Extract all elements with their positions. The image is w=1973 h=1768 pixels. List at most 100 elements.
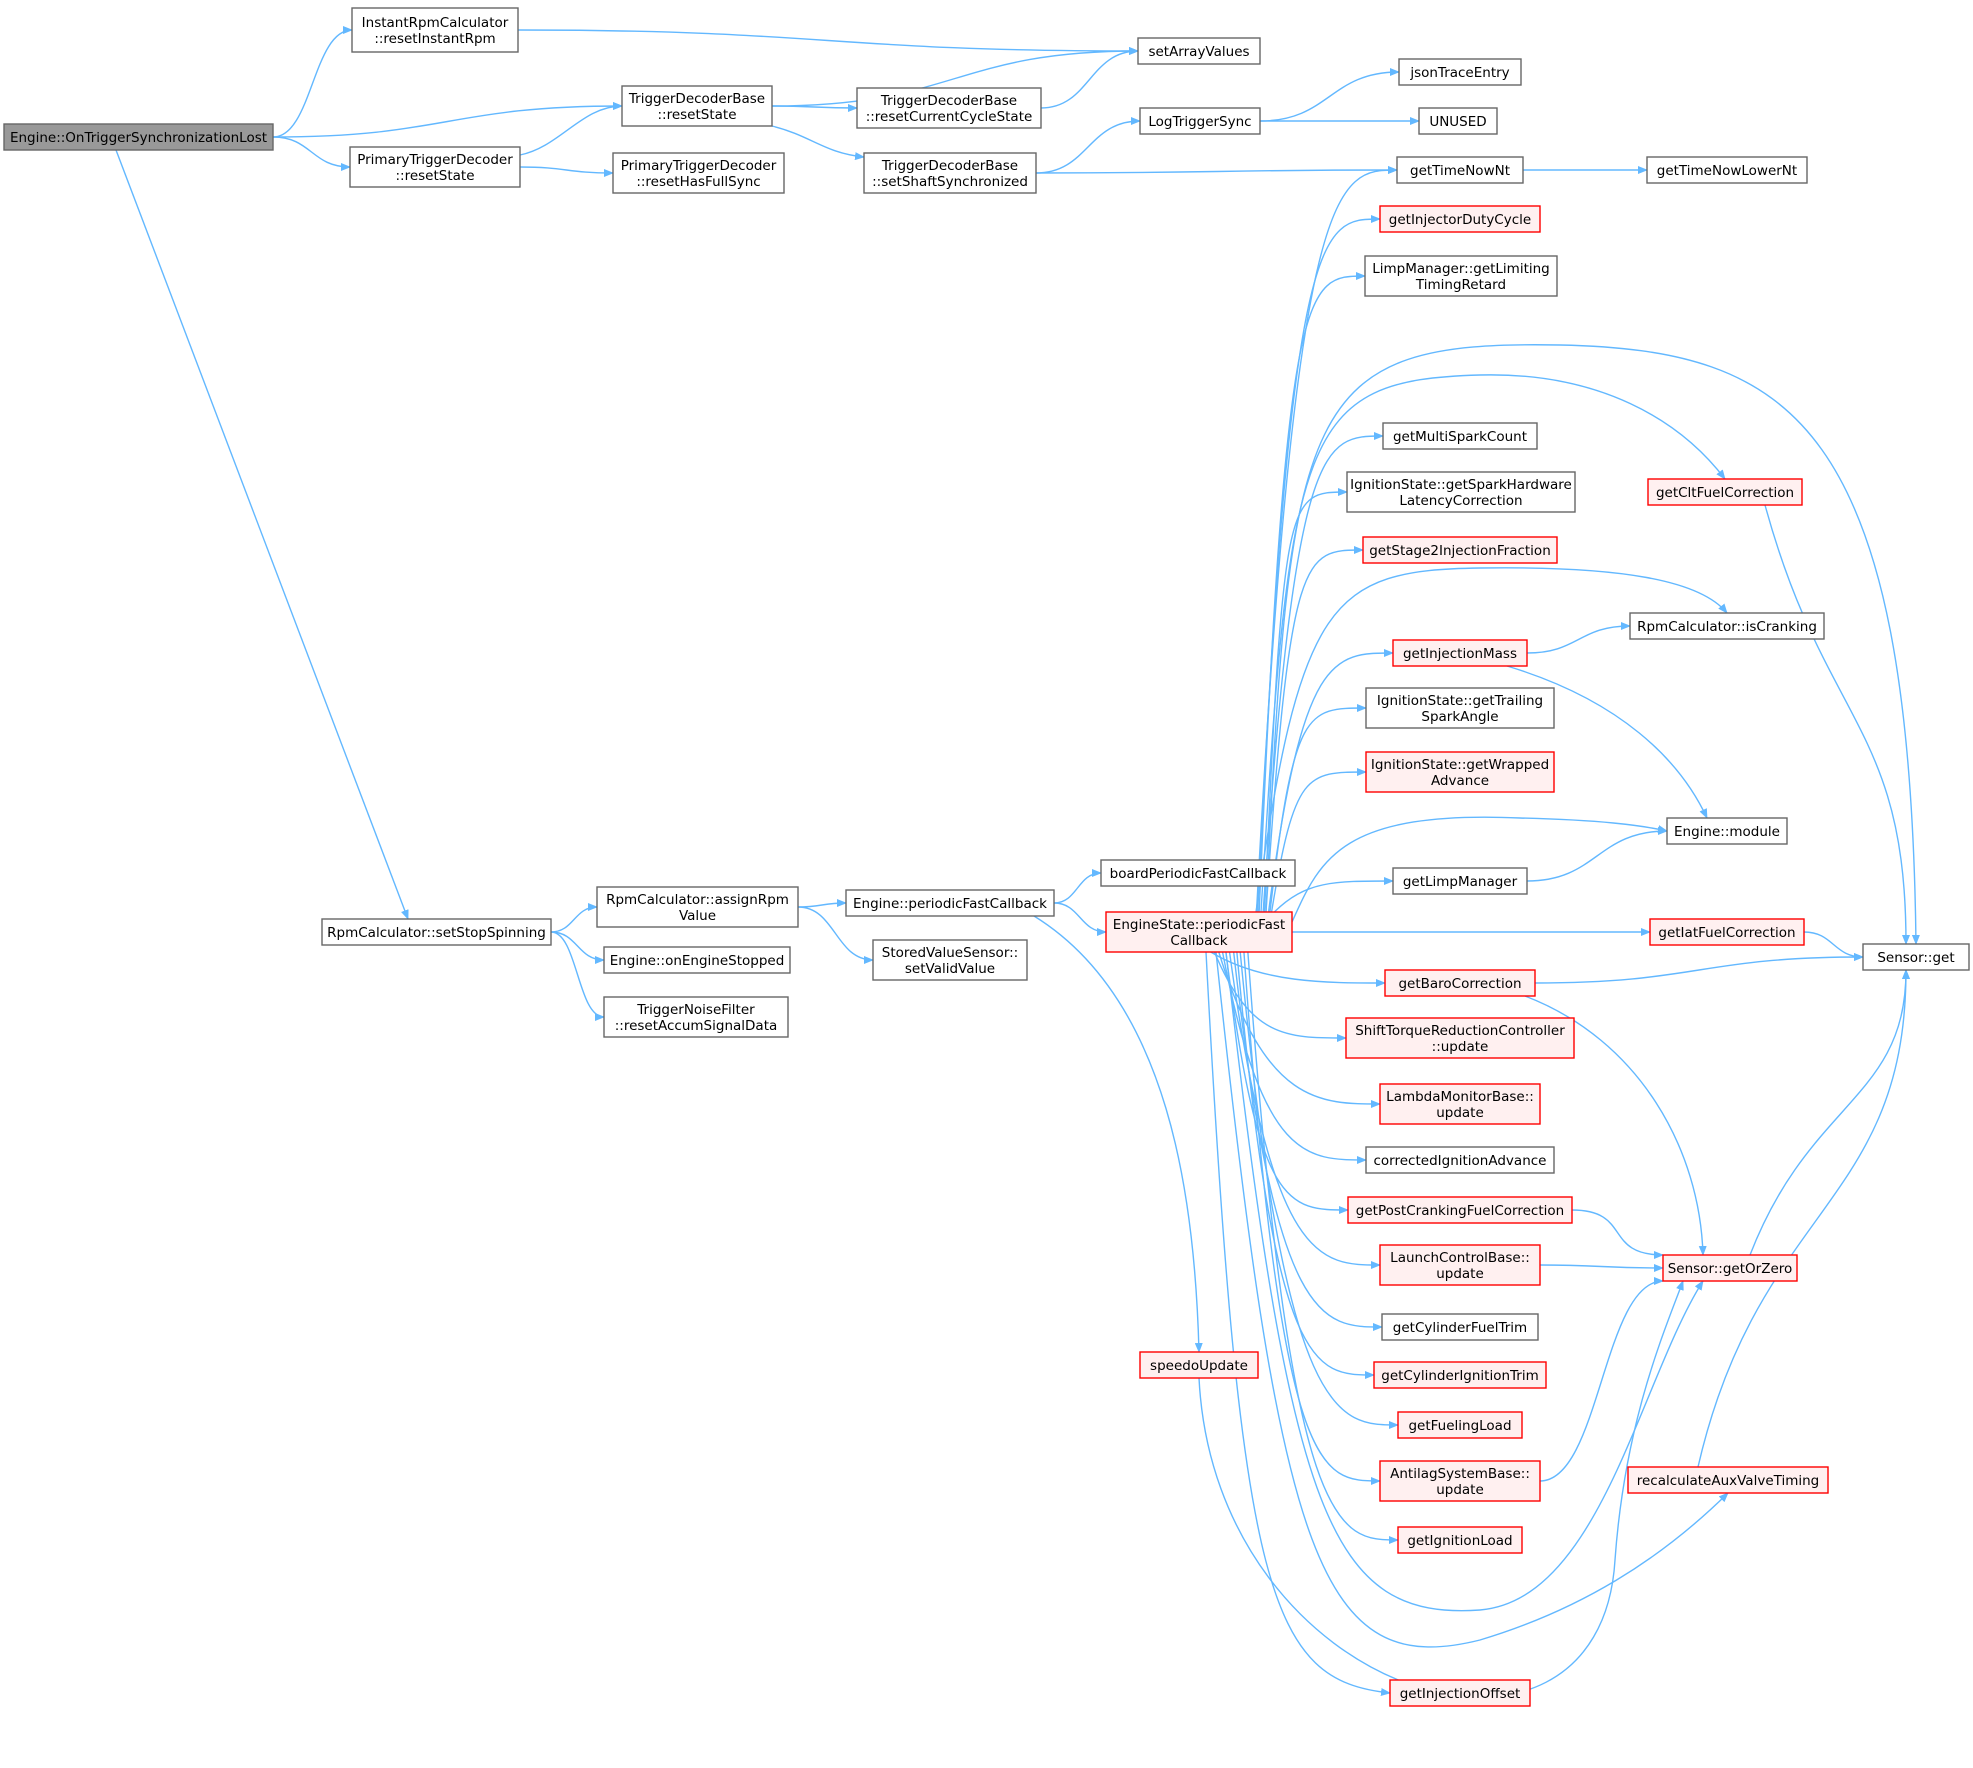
node-json[interactable]: jsonTraceEntry [1398, 58, 1522, 86]
node-iatFuel[interactable]: getIatFuelCorrection [1649, 918, 1805, 946]
node-box[interactable] [1649, 918, 1805, 946]
node-ptdReset[interactable]: PrimaryTriggerDecoder::resetState [349, 146, 521, 188]
node-launch[interactable]: LaunchControlBase::update [1379, 1244, 1541, 1286]
node-box[interactable] [612, 152, 785, 194]
node-box[interactable] [1379, 1460, 1541, 1502]
node-tdbCycle[interactable]: TriggerDecoderBase::resetCurrentCycleSta… [856, 87, 1042, 129]
node-sensorGet[interactable]: Sensor::get [1862, 943, 1970, 971]
node-injDuty[interactable]: getInjectorDutyCycle [1379, 205, 1541, 233]
node-cylFuel[interactable]: getCylinderFuelTrim [1381, 1313, 1539, 1341]
node-injMass[interactable]: getInjectionMass [1392, 639, 1528, 667]
node-box[interactable] [1646, 156, 1808, 184]
node-box[interactable] [1346, 471, 1576, 513]
node-timeNow[interactable]: getTimeNowNt [1396, 156, 1524, 184]
node-box[interactable] [1398, 58, 1522, 86]
node-postCrank[interactable]: getPostCrankingFuelCorrection [1347, 1196, 1573, 1224]
node-box[interactable] [1364, 255, 1558, 297]
node-stored[interactable]: StoredValueSensor::setValidValue [872, 939, 1028, 981]
node-stage2[interactable]: getStage2InjectionFraction [1362, 536, 1558, 564]
node-box[interactable] [1382, 422, 1538, 450]
node-cltFuel[interactable]: getCltFuelCorrection [1647, 478, 1803, 506]
node-corrIgn[interactable]: correctedIgnitionAdvance [1365, 1146, 1555, 1174]
node-box[interactable] [1397, 1526, 1523, 1554]
node-baro[interactable]: getBaroCorrection [1384, 969, 1536, 997]
node-orZero[interactable]: Sensor::getOrZero [1662, 1254, 1798, 1282]
node-box[interactable] [349, 146, 521, 188]
node-box[interactable] [1384, 969, 1536, 997]
node-esFast[interactable]: EngineState::periodicFastCallback [1105, 911, 1293, 953]
node-box[interactable] [1418, 107, 1498, 135]
node-box[interactable] [321, 918, 552, 946]
node-tdbReset[interactable]: TriggerDecoderBase::resetState [621, 85, 773, 127]
node-box[interactable] [1629, 612, 1825, 640]
node-fuelLoad[interactable]: getFuelingLoad [1397, 1411, 1523, 1439]
node-box[interactable] [1379, 1244, 1541, 1286]
node-box[interactable] [1389, 1679, 1531, 1707]
node-ignLoad[interactable]: getIgnitionLoad [1397, 1526, 1523, 1554]
node-speedo[interactable]: speedoUpdate [1139, 1351, 1259, 1379]
node-box[interactable] [1100, 859, 1296, 887]
node-limpMgr[interactable]: getLimpManager [1392, 867, 1528, 895]
node-box[interactable] [863, 152, 1037, 194]
node-engStopped[interactable]: Engine::onEngineStopped [603, 946, 791, 974]
node-box[interactable] [621, 85, 773, 127]
node-box[interactable] [845, 889, 1055, 917]
node-noise[interactable]: TriggerNoiseFilter::resetAccumSignalData [603, 996, 789, 1038]
node-antilag[interactable]: AntilagSystemBase::update [1379, 1460, 1541, 1502]
node-shiftTorque[interactable]: ShiftTorqueReductionController::update [1345, 1017, 1575, 1059]
node-box[interactable] [1381, 1313, 1539, 1341]
node-box[interactable] [3, 123, 274, 151]
node-box[interactable] [1862, 943, 1970, 971]
node-box[interactable] [1365, 1146, 1555, 1174]
node-box[interactable] [1397, 1411, 1523, 1439]
node-box[interactable] [1139, 107, 1261, 135]
node-box[interactable] [856, 87, 1042, 129]
node-root[interactable]: Engine::OnTriggerSynchronizationLost [3, 123, 274, 151]
node-box[interactable] [1345, 1017, 1575, 1059]
node-box[interactable] [603, 946, 791, 974]
node-box[interactable] [1392, 639, 1528, 667]
node-box[interactable] [1365, 751, 1555, 793]
node-board[interactable]: boardPeriodicFastCallback [1100, 859, 1296, 887]
node-box[interactable] [1105, 911, 1293, 953]
node-unused[interactable]: UNUSED [1418, 107, 1498, 135]
node-logSync[interactable]: LogTriggerSync [1139, 107, 1261, 135]
node-box[interactable] [351, 7, 519, 53]
node-setStop[interactable]: RpmCalculator::setStopSpinning [321, 918, 552, 946]
node-box[interactable] [1396, 156, 1524, 184]
node-box[interactable] [1139, 1351, 1259, 1379]
node-box[interactable] [1379, 1083, 1541, 1125]
node-auxValve[interactable]: recalculateAuxValveTiming [1627, 1466, 1829, 1494]
node-engModule[interactable]: Engine::module [1666, 817, 1788, 845]
node-multiSpark[interactable]: getMultiSparkCount [1382, 422, 1538, 450]
node-box[interactable] [1627, 1466, 1829, 1494]
node-sparkLat[interactable]: IgnitionState::getSparkHardwareLatencyCo… [1346, 471, 1576, 513]
node-box[interactable] [872, 939, 1028, 981]
node-isCranking[interactable]: RpmCalculator::isCranking [1629, 612, 1825, 640]
node-lambda[interactable]: LambdaMonitorBase::update [1379, 1083, 1541, 1125]
node-setArray[interactable]: setArrayValues [1137, 37, 1261, 65]
node-box[interactable] [1365, 687, 1555, 729]
node-tdbShaft[interactable]: TriggerDecoderBase::setShaftSynchronized [863, 152, 1037, 194]
node-box[interactable] [596, 886, 799, 928]
node-box[interactable] [1347, 1196, 1573, 1224]
node-box[interactable] [1392, 867, 1528, 895]
node-instantReset[interactable]: InstantRpmCalculator::resetInstantRpm [351, 7, 519, 53]
node-box[interactable] [1647, 478, 1803, 506]
node-injOffset[interactable]: getInjectionOffset [1389, 1679, 1531, 1707]
node-box[interactable] [603, 996, 789, 1038]
node-box[interactable] [1666, 817, 1788, 845]
node-timeLower[interactable]: getTimeNowLowerNt [1646, 156, 1808, 184]
node-cylIgn[interactable]: getCylinderIgnitionTrim [1373, 1361, 1547, 1389]
node-box[interactable] [1379, 205, 1541, 233]
node-box[interactable] [1362, 536, 1558, 564]
node-ptdFull[interactable]: PrimaryTriggerDecoder::resetHasFullSync [612, 152, 785, 194]
node-box[interactable] [1373, 1361, 1547, 1389]
node-box[interactable] [1137, 37, 1261, 65]
node-engFast[interactable]: Engine::periodicFastCallback [845, 889, 1055, 917]
node-box[interactable] [1662, 1254, 1798, 1282]
